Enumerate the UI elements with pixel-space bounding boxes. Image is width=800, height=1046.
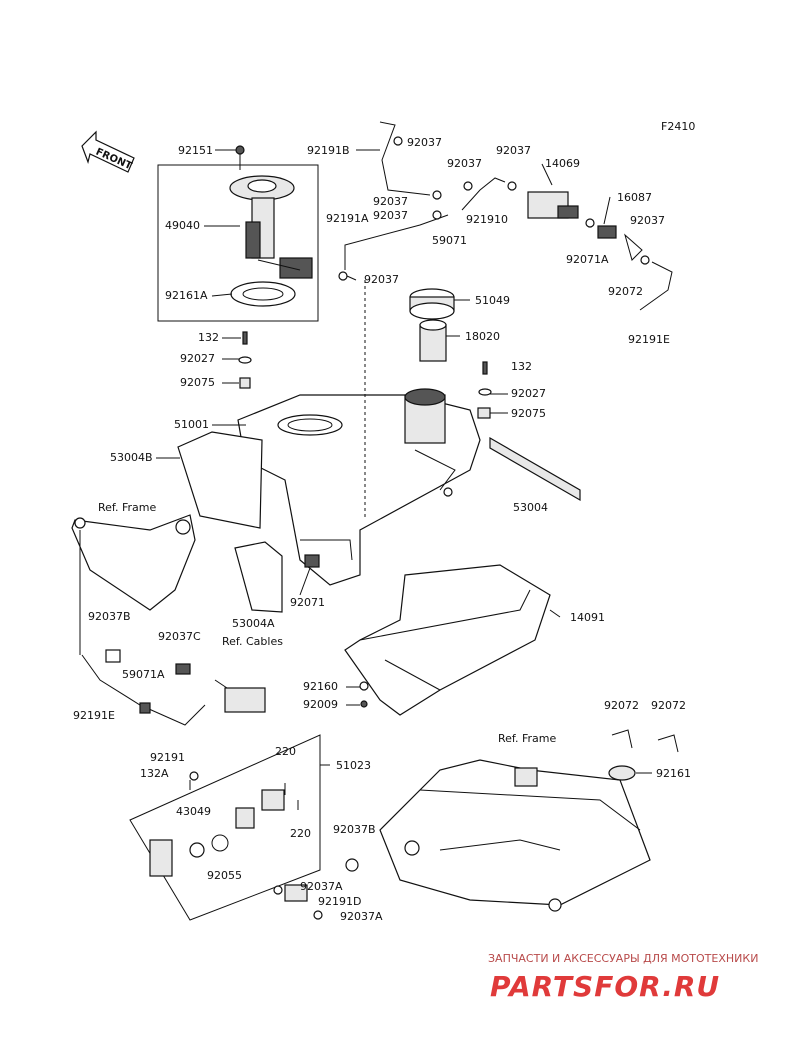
label-18020: 18020 [465,330,500,343]
leader-lines [156,149,652,774]
right-frame [379,729,679,912]
label-16087: 16087 [617,191,652,204]
label-53004: 53004 [513,501,548,514]
label-59071: 59071 [432,234,467,247]
label-92037b-left: 92037B [88,610,131,623]
left-frame [71,514,196,611]
breather-hoses [338,121,673,520]
label-92160: 92160 [303,680,338,693]
ref-cables: Ref. Cables [222,635,283,648]
label-92191b: 92191B [307,144,350,157]
label-92072-top: 92072 [608,285,643,298]
label-51001: 51001 [174,418,209,431]
ref-frame-left: Ref. Frame [98,501,156,514]
label-921910: 921910 [466,213,508,226]
fuel-cap [409,288,455,362]
label-92037b-right: 92037B [333,823,376,836]
label-53004a: 53004A [232,617,275,630]
label-92071: 92071 [290,596,325,609]
label-14069: 14069 [545,157,580,170]
figure-code: F2410 [661,120,695,133]
bolts [238,331,492,568]
label-92009: 92009 [303,698,338,711]
label-92071a: 92071A [566,253,609,266]
label-92037-e: 92037 [373,209,408,222]
label-132-left: 132 [198,331,219,344]
label-92075-left: 92075 [180,376,215,389]
label-92075-right: 92075 [511,407,546,420]
label-43049: 43049 [176,805,211,818]
label-49040: 49040 [165,219,200,232]
label-92191: 92191 [150,751,185,764]
fuel-tank [237,388,481,586]
fuel-pump-group [157,145,319,322]
label-92027-left: 92027 [180,352,215,365]
label-132-right: 132 [511,360,532,373]
label-220-top: 220 [275,745,296,758]
label-92191d: 92191D [318,895,361,908]
label-92037-a: 92037 [407,136,442,149]
pad-53004b [177,431,263,529]
label-59071a: 59071A [122,668,165,681]
label-51023: 51023 [336,759,371,772]
label-92161a: 92161A [165,289,208,302]
label-92037-f: 92037 [630,214,665,227]
fuel-cock-group [129,734,359,921]
skid-plate-14091 [344,564,551,716]
label-92037-b: 92037 [447,157,482,170]
pad-53004a [234,541,283,613]
label-92072-right: 92072 [651,699,686,712]
front-arrow-icon: FRONT [81,130,135,173]
label-92161: 92161 [656,767,691,780]
label-92191e-top: 92191E [628,333,670,346]
label-92151: 92151 [178,144,213,157]
label-53004b: 53004B [110,451,153,464]
lower-hoses [79,530,266,726]
label-92037a-1: 92037A [300,880,343,893]
watermark-tagline: ЗАПЧАСТИ И АКСЕССУАРЫ ДЛЯ МОТОТЕХНИКИ [488,952,758,965]
label-92037c: 92037C [158,630,201,643]
label-92037a-2: 92037A [340,910,383,923]
label-92055: 92055 [207,869,242,882]
label-220-bottom: 220 [290,827,311,840]
label-92037-d: 92037 [373,195,408,208]
strip-53004 [489,436,581,502]
label-92072-left: 92072 [604,699,639,712]
label-92027-right: 92027 [511,387,546,400]
label-92191e-bottom: 92191E [73,709,115,722]
label-92037-c: 92037 [496,144,531,157]
watermark-logo: PARTSFOR.RU [490,970,720,1003]
label-92037-g: 92037 [364,273,399,286]
label-51049: 51049 [475,294,510,307]
label-132a: 132A [140,767,169,780]
ref-frame-right: Ref. Frame [498,732,556,745]
watermark: ЗАПЧАСТИ И АКСЕССУАРЫ ДЛЯ МОТОТЕХНИКИ PA… [488,952,758,1003]
label-14091: 14091 [570,611,605,624]
label-92191a: 92191A [326,212,369,225]
